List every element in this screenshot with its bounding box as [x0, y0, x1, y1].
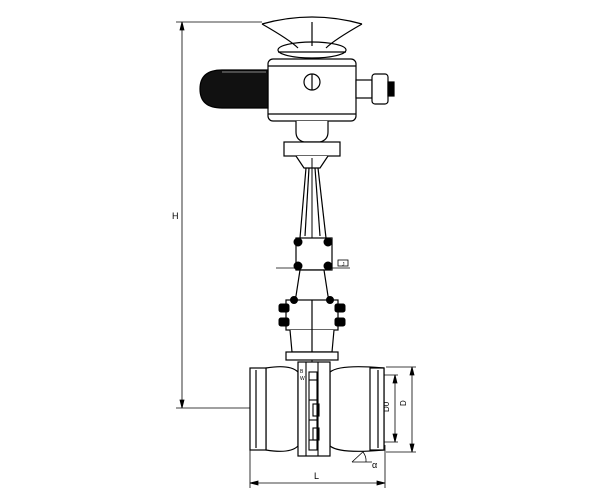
- handwheel-gear-box: [355, 73, 395, 105]
- length-label: L: [314, 471, 319, 481]
- stem-marker-label: J: [342, 262, 345, 268]
- bevel-angle-label: α: [372, 460, 377, 470]
- bonnet: [285, 269, 339, 353]
- seat-mark-b: B: [300, 369, 304, 375]
- height-label: H: [172, 211, 179, 221]
- right-butt-weld-end: [369, 367, 385, 451]
- bore-label: D0: [382, 401, 391, 412]
- left-butt-weld-end: [249, 367, 267, 451]
- height-dimension: [176, 21, 262, 409]
- bonnet-bolts: [278, 296, 346, 327]
- length-dimension: [249, 430, 386, 488]
- bore-dimension: [380, 374, 398, 443]
- seat-mark-w: W: [300, 376, 305, 382]
- electric-motor: [199, 69, 269, 109]
- outer-diameter-label: D: [399, 400, 408, 406]
- gate-disc: [305, 362, 320, 456]
- yoke-bolts: [293, 237, 333, 271]
- outer-diameter-dimension: [386, 366, 416, 453]
- valve-body: [265, 351, 385, 457]
- stem-marker: [276, 259, 350, 269]
- actuator-housing: [267, 58, 357, 122]
- handwheel: [261, 16, 363, 59]
